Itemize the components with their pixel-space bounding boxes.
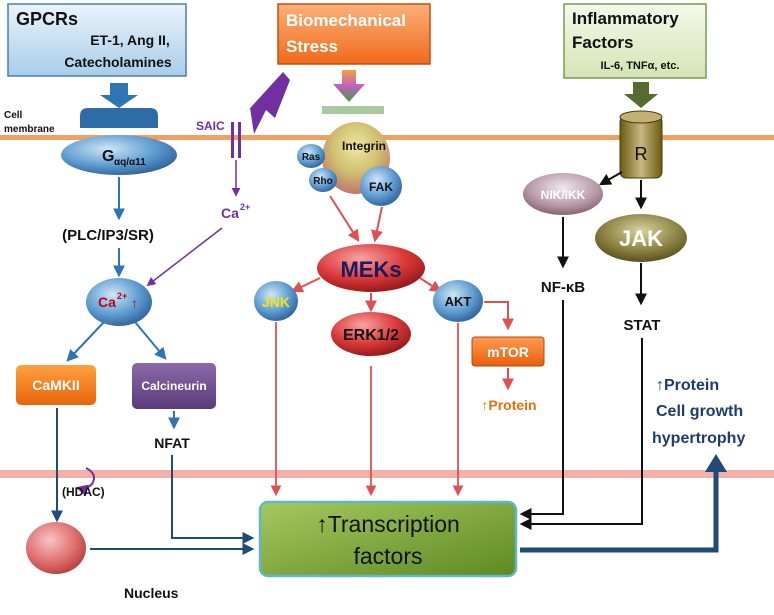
outcome-line-1: ↑Protein bbox=[656, 377, 719, 394]
nucleus-sphere bbox=[26, 522, 86, 574]
g-alpha-q-label: G bbox=[102, 148, 114, 165]
ca-up-arrow: ↑ bbox=[131, 295, 138, 311]
biomechanical-stress-box: Biomechanical Stress bbox=[277, 3, 431, 65]
output-arrow-head bbox=[705, 454, 727, 472]
ras-label: Ras bbox=[302, 152, 321, 163]
integrin-label: Integrin bbox=[342, 139, 386, 153]
cell-membrane-label-2: membrane bbox=[4, 124, 55, 135]
arrow-ca-camkii bbox=[66, 321, 105, 362]
transcription-factors-box: ↑Transcription factors bbox=[258, 500, 518, 578]
hdac-label: (HDAC) bbox=[62, 485, 105, 499]
integrin-complex: Integrin Ras Rho FAK bbox=[297, 106, 402, 206]
gpcrs-sub-2: Catecholamines bbox=[64, 54, 172, 70]
jak-label: JAK bbox=[619, 226, 663, 251]
ca-up-node: Ca 2+ ↑ bbox=[86, 278, 152, 326]
arrow-ca-ca-up bbox=[146, 227, 223, 287]
camkii-box: CaMKII bbox=[16, 365, 96, 405]
ca-up-sup: 2+ bbox=[117, 291, 127, 301]
nucleus-label: Nucleus bbox=[124, 585, 179, 601]
cell-membrane-line bbox=[0, 135, 774, 140]
receptor-label: R bbox=[635, 144, 648, 164]
outcome-line-3: hypertrophy bbox=[652, 430, 745, 447]
arrow-stat-transcription bbox=[519, 338, 643, 530]
biomech-title-2: Stress bbox=[286, 37, 338, 56]
meks-node: MEKs bbox=[317, 244, 425, 292]
hdac-curl-arrow bbox=[75, 467, 95, 497]
calcineurin-box: Calcineurin bbox=[132, 363, 216, 409]
biomech-arrow bbox=[333, 70, 365, 102]
biomech-title-1: Biomechanical bbox=[286, 11, 406, 30]
arrow-meks-akt bbox=[419, 277, 443, 293]
akt-label: AKT bbox=[445, 294, 472, 309]
rho-label: Rho bbox=[313, 176, 332, 187]
g-alpha-q-sub: αq/α11 bbox=[114, 157, 146, 168]
calcineurin-label: Calcineurin bbox=[141, 379, 206, 393]
gpcrs-title: GPCRs bbox=[16, 9, 78, 29]
nik-ikk-node: NIK/IKK bbox=[523, 173, 603, 215]
mtor-box: mTOR bbox=[471, 336, 545, 367]
erk-node: ERK1/2 bbox=[331, 312, 411, 356]
inflam-title-2: Factors bbox=[572, 33, 633, 52]
nik-label: NIK/IKK bbox=[541, 188, 586, 202]
transcription-line-2: factors bbox=[353, 543, 422, 569]
inflam-block-arrow bbox=[624, 82, 658, 108]
stat-label: STAT bbox=[624, 317, 661, 334]
jnk-label: JNK bbox=[262, 294, 290, 310]
camkii-label: CaMKII bbox=[32, 377, 79, 393]
arrow-r-nik bbox=[598, 171, 623, 186]
saic-label: SAIC bbox=[196, 119, 225, 133]
jak-node: JAK bbox=[595, 214, 687, 262]
arrow-ca-calcineurin bbox=[134, 321, 167, 360]
erk-label: ERK1/2 bbox=[343, 327, 399, 344]
arrow-integrin-meks bbox=[329, 195, 360, 243]
nuclear-membrane-line bbox=[0, 470, 774, 478]
ca-channel-label: Ca bbox=[221, 205, 239, 221]
saic-block-arrow bbox=[243, 72, 290, 134]
arrow-meks-jnk bbox=[290, 277, 321, 293]
gpcr-block-arrow bbox=[100, 83, 138, 108]
transcription-line-1: ↑Transcription bbox=[316, 511, 460, 537]
jnk-node: JNK bbox=[254, 281, 298, 321]
fak-label: FAK bbox=[369, 180, 393, 194]
inflam-sub: IL-6, TNFα, etc. bbox=[601, 60, 680, 72]
nfat-label: NFAT bbox=[154, 435, 190, 451]
outcome-line-2: Cell growth bbox=[656, 403, 743, 420]
cell-membrane-label: Cell bbox=[4, 110, 23, 121]
arrow-akt-mtor bbox=[484, 301, 514, 331]
saic-channel bbox=[231, 122, 241, 158]
plc-label: (PLC/IP3/SR) bbox=[62, 227, 154, 244]
nfkb-label: NF-κB bbox=[541, 279, 585, 296]
gpcrs-box: GPCRs ET-1, Ang II, Catecholamines bbox=[7, 3, 187, 77]
mtor-label: mTOR bbox=[487, 344, 529, 360]
ca-up-text: Ca bbox=[98, 294, 116, 310]
inflam-title-1: Inflammatory bbox=[572, 9, 679, 28]
meks-label: MEKs bbox=[340, 257, 401, 282]
akt-node: AKT bbox=[433, 280, 483, 322]
arrow-fak-meks bbox=[371, 206, 383, 243]
inflammatory-box: Inflammatory Factors IL-6, TNFα, etc. bbox=[563, 3, 707, 79]
protein-orange-label: ↑Protein bbox=[481, 397, 536, 413]
g-alpha-q-protein: G αq/α11 bbox=[61, 108, 177, 175]
ca-channel-sup: 2+ bbox=[240, 202, 250, 212]
output-arrow-line bbox=[520, 470, 719, 553]
arrow-nfat-transcription bbox=[171, 455, 255, 544]
arrow-nfkb-transcription bbox=[519, 300, 564, 520]
gpcrs-sub-1: ET-1, Ang II, bbox=[90, 32, 170, 48]
receptor-r: R bbox=[619, 110, 663, 179]
